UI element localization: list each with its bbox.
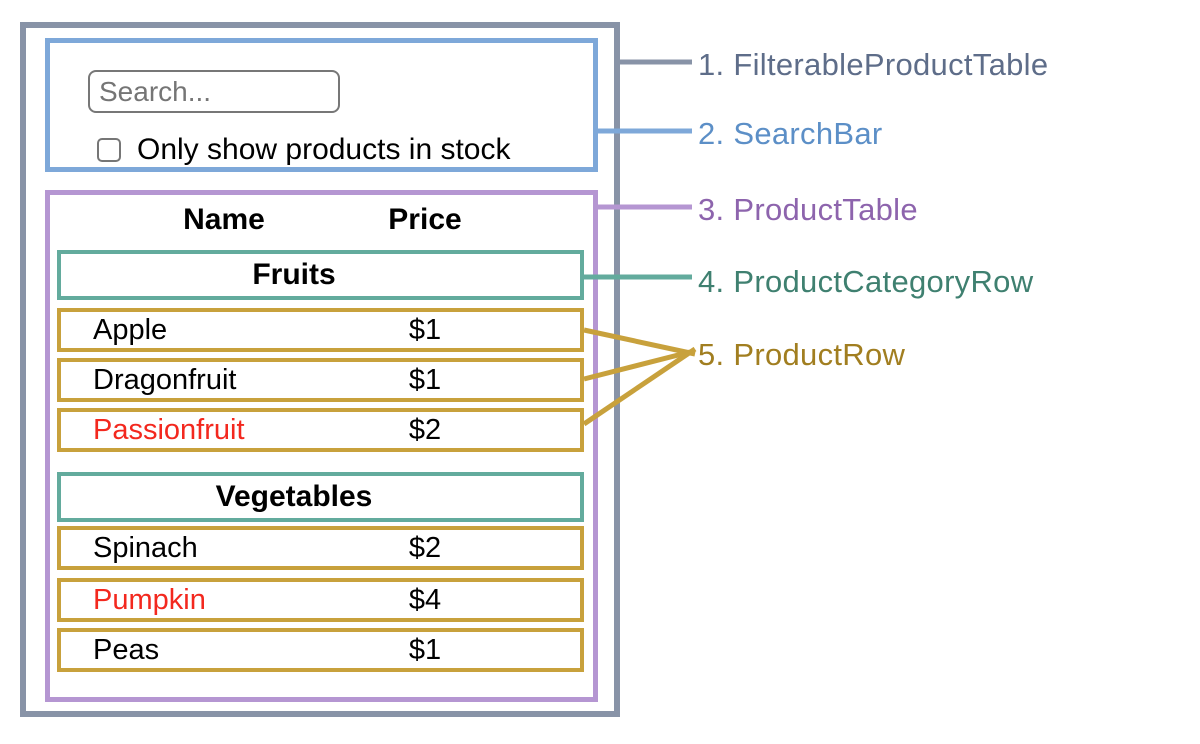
product-price: $1 bbox=[408, 313, 442, 346]
product-price: $1 bbox=[408, 363, 442, 396]
legend-label-filterable-product-table: 1. FilterableProductTable bbox=[698, 47, 1049, 82]
product-price: $2 bbox=[408, 413, 442, 446]
product-row-apple: Apple $1 bbox=[57, 308, 584, 352]
product-name: Passionfruit bbox=[93, 413, 245, 446]
product-row-pumpkin: Pumpkin $4 bbox=[57, 578, 584, 622]
legend-label-product-table: 3. ProductTable bbox=[698, 192, 918, 227]
column-header-price: Price bbox=[388, 203, 462, 236]
product-row-passionfruit: Passionfruit $2 bbox=[57, 408, 584, 452]
filterable-product-table-box: Only show products in stock Name Price F… bbox=[20, 22, 620, 717]
in-stock-filter: Only show products in stock bbox=[97, 133, 511, 167]
product-price: $2 bbox=[408, 531, 442, 564]
in-stock-checkbox[interactable] bbox=[97, 138, 121, 162]
category-label: Vegetables bbox=[215, 480, 373, 513]
product-name: Peas bbox=[93, 633, 160, 666]
column-header-name: Name bbox=[183, 203, 265, 236]
product-row-spinach: Spinach $2 bbox=[57, 526, 584, 570]
product-price: $1 bbox=[408, 633, 442, 666]
category-label: Fruits bbox=[252, 258, 336, 291]
product-row-peas: Peas $1 bbox=[57, 628, 584, 672]
category-row-fruits: Fruits bbox=[57, 250, 584, 300]
product-name: Spinach bbox=[93, 531, 198, 564]
legend-label-search-bar: 2. SearchBar bbox=[698, 116, 883, 151]
product-price: $4 bbox=[408, 583, 442, 616]
product-name: Apple bbox=[93, 313, 168, 346]
legend-label-product-category-row: 4. ProductCategoryRow bbox=[698, 264, 1034, 299]
table-header-row: Name Price bbox=[57, 200, 584, 240]
product-row-dragonfruit: Dragonfruit $1 bbox=[57, 358, 584, 402]
product-table-box: Name Price Fruits Apple $1 Dragonfruit $… bbox=[45, 190, 598, 702]
legend-label-product-row: 5. ProductRow bbox=[698, 337, 906, 372]
category-row-vegetables: Vegetables bbox=[57, 472, 584, 522]
product-name: Pumpkin bbox=[93, 583, 206, 616]
in-stock-checkbox-label: Only show products in stock bbox=[137, 133, 511, 166]
search-input[interactable] bbox=[88, 70, 340, 113]
product-name: Dragonfruit bbox=[93, 363, 237, 396]
search-bar-box: Only show products in stock bbox=[45, 38, 598, 172]
